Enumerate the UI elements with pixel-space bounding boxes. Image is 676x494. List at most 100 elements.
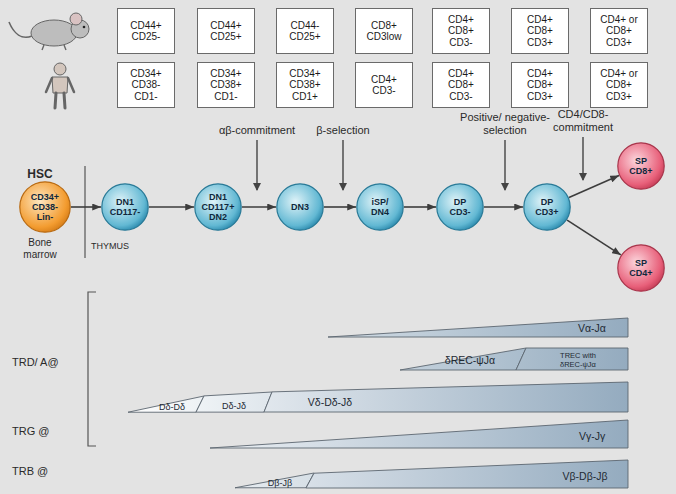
node-text: Vδ-Dδ-Jδ [290,397,370,409]
locus-band: TREC with δREC-ψJα [515,347,629,371]
cell-circle [102,184,148,230]
node-text: CD4+ CD8+ CD3- [439,14,483,48]
node-text: TREC with δREC-ψJα [549,352,607,369]
marker-box: CD4+ CD8+ CD3- [432,8,490,54]
band-outline [306,460,628,488]
node-text: Vγ-Jγ [562,431,622,443]
marker-box: CD44+ CD25- [117,8,175,54]
annotation-label: TRG @ [12,425,92,438]
flow-arrow [567,220,621,255]
node-text: DP CD3- [447,197,474,217]
marker-box: CD34+ CD38+ CD1+ [276,62,334,108]
locus-band: Dβ-Jβ [234,472,315,489]
marker-box: CD34+ CD38- CD1- [117,62,175,108]
mature-cell-circle: SP CD8+ [617,142,665,190]
human-head [54,63,66,75]
node-text: Dδ-Dδ [152,402,192,412]
pointer-arrow [342,140,343,190]
node-text: CD44+ CD25- [124,20,168,42]
cell-circle [437,184,483,230]
band-shape [209,419,629,449]
flow-arrow [569,176,619,198]
node-text: CD34+ CD38+ CD1+ [283,68,327,102]
thymus-separator [84,166,85,258]
flow-arrow [71,206,101,208]
locus-band: δREC-ψJα [399,347,527,371]
node-text: CD4+ or CD8+ CD3+ [597,68,641,102]
node-text: Vα-Jα [562,323,622,335]
annotation-label: Positive/ negative-selection [450,111,560,136]
locus-band: Dδ-Dδ [127,395,205,413]
node-text: CD4+ CD8+ CD3- [439,68,483,102]
pointer-arrow [582,137,583,180]
band-outline [235,473,314,488]
marker-box: CD4+ CD3- [355,62,413,108]
node-text: Vβ-Dβ-Jβ [545,471,625,483]
band-outline [264,382,628,412]
annotation-label: CD4/CD8- commitment [538,108,628,133]
marker-box: CD4+ CD8+ CD3+ [511,62,569,108]
marker-box: CD34+ CD38+ CD1- [197,62,255,108]
annotation-label: THYMUS [91,241,151,251]
band-outline [128,396,204,412]
flow-arrow [484,206,523,208]
mouse-icon [9,13,89,50]
cell-stage-circle: DN1 CD117+ DN2 [194,183,242,231]
cell-stage-circle: DP CD3+ [523,183,571,231]
human-legs [55,93,65,108]
node-text: Dβ-Jβ [260,478,300,488]
cell-stage-circle: DP CD3- [436,183,484,231]
pointer-arrow [256,140,257,190]
mouse-ear [70,13,82,25]
node-text: DN1 CD117+ DN2 [200,192,236,222]
annotation-label: Bone marrow [14,237,66,260]
stem-cell-circle: CD34+ CD38- Lin- [19,181,71,233]
node-text: iSP/ DN4 [365,197,395,217]
mouse-eye [83,26,86,29]
cell-stage-circle: DN1 CD117- [101,183,149,231]
node-text: CD4+ CD3- [362,74,406,96]
node-text: CD4+ or CD8+ CD3+ [597,14,641,48]
cell-circle [618,143,664,189]
cell-circle [618,245,664,291]
annotation-label: αβ-commitment [200,124,314,137]
mouse-tail [9,22,32,37]
marker-box: CD44- CD25+ [276,8,334,54]
flow-arrow [324,206,356,208]
annotation-label: β-selection [298,124,388,137]
band-outline [210,420,628,448]
annotation-label: TRD/ A@ [12,356,92,369]
node-text: Dδ-Jδ [214,401,254,411]
flow-arrow [242,206,276,208]
node-text: CD34+ CD38+ CD1- [204,68,248,102]
marker-box: CD44+ CD25+ [197,8,255,54]
node-text: CD44+ CD25+ [204,20,248,42]
mouse-legs [42,45,66,50]
band-outline [400,348,526,370]
cell-stage-circle: iSP/ DN4 [356,183,404,231]
node-text: CD34+ CD38- Lin- [28,192,62,222]
human-icon [46,63,74,108]
annotation-label: HSC [16,168,64,182]
pointer-arrow [504,140,505,190]
node-text: CD4+ CD8+ CD3+ [518,14,562,48]
marker-box: CD4+ or CD8+ CD3+ [590,8,648,54]
node-text: DN3 [283,202,317,212]
cell-circle [195,184,241,230]
human-torso [52,77,68,93]
node-text: SP CD4+ [627,258,656,278]
locus-band: Dδ-Jδ [195,391,273,413]
human-arms [46,78,74,92]
cell-stage-circle: DN3 [276,183,324,231]
locus-band: Vα-Jα [327,317,629,338]
locus-band: Vγ-Jγ [209,419,629,449]
mature-cell-circle: SP CD4+ [617,244,665,292]
cell-circle [20,182,70,232]
flow-arrow [404,206,436,208]
node-text: DN1 CD117- [108,197,142,217]
locus-band: Vδ-Dδ-Jδ [263,381,629,413]
node-text: δREC-ψJα [430,355,510,367]
marker-box: CD4+ or CD8+ CD3+ [590,62,648,108]
node-text: SP CD8+ [627,156,656,176]
